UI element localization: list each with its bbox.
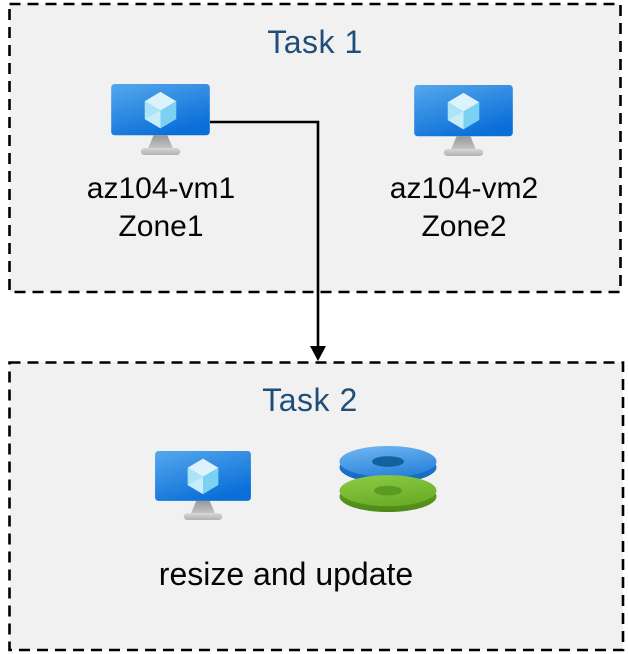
vm2-label: az104-vm2 Zone2 xyxy=(390,170,538,246)
task2-caption: resize and update xyxy=(158,556,414,592)
task2-title: Task 2 xyxy=(262,382,358,418)
vm2-name: az104-vm2 xyxy=(389,172,539,205)
vm1-name: az104-vm1 xyxy=(86,172,236,205)
vm1-zone: Zone1 xyxy=(118,210,204,243)
arrowhead-icon xyxy=(310,346,326,361)
task1-title: Task 1 xyxy=(267,24,363,60)
vm1-label: az104-vm1 Zone1 xyxy=(87,170,235,246)
down-arrow-connector-icon xyxy=(210,120,320,347)
vm2-zone: Zone2 xyxy=(421,210,507,243)
task2-box xyxy=(8,361,625,652)
task1-box xyxy=(8,2,622,294)
